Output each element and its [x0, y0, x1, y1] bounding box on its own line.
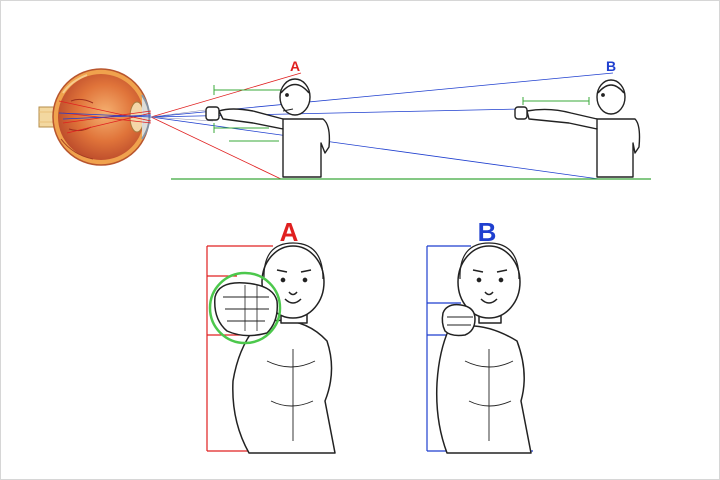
label-a-panel: A [280, 217, 299, 247]
measurement-marks-b [522, 97, 590, 105]
label-b-panel: B [478, 217, 497, 247]
man-b-closeup [435, 242, 532, 454]
label-b-top: B [606, 58, 616, 74]
fist-highlight-circle [208, 271, 282, 345]
man-a-figure [205, 78, 331, 178]
measurement-marks-a [213, 85, 284, 142]
man-a-closeup [214, 242, 336, 454]
sight-lines-fist [150, 108, 214, 122]
label-a-top: A [290, 58, 300, 74]
man-b-figure [514, 79, 641, 178]
